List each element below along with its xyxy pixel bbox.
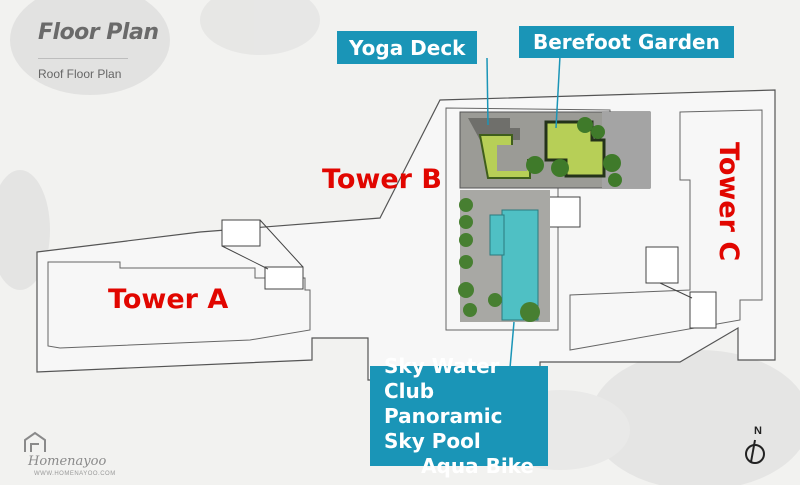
- title-divider: [38, 58, 128, 59]
- tower-a-label: Tower A: [108, 284, 229, 315]
- callout-leaders: [486, 55, 561, 369]
- berefoot-garden-callout: Berefoot Garden: [519, 26, 734, 58]
- tower-b-label: Tower B: [322, 164, 442, 195]
- north-compass-icon: [745, 439, 765, 464]
- compass-north-label: N: [754, 425, 762, 437]
- logo-url: WWW.HOMENAYOO.COM: [34, 471, 116, 477]
- house-logo-icon: [24, 431, 46, 452]
- garden-deck: [459, 111, 651, 189]
- building-outline: [36, 89, 776, 381]
- logo-wordmark: Homenayoo: [28, 454, 107, 469]
- sky-pool-area: [458, 190, 550, 322]
- yoga-deck-callout: Yoga Deck: [337, 31, 478, 64]
- callout-line: Sky Water Club: [384, 353, 500, 403]
- callout-line: Aqua Bike: [421, 453, 534, 478]
- tower-c-label: Tower C: [713, 142, 744, 262]
- callout-line: Panoramic Sky Pool: [384, 403, 503, 453]
- rooftop-structures: [221, 196, 717, 329]
- sky-pool-callout: Sky Water Club Panoramic Sky Pool Aqua B…: [370, 354, 548, 478]
- page-subtitle: Roof Floor Plan: [38, 67, 122, 81]
- page-title: Floor Plan: [38, 20, 159, 45]
